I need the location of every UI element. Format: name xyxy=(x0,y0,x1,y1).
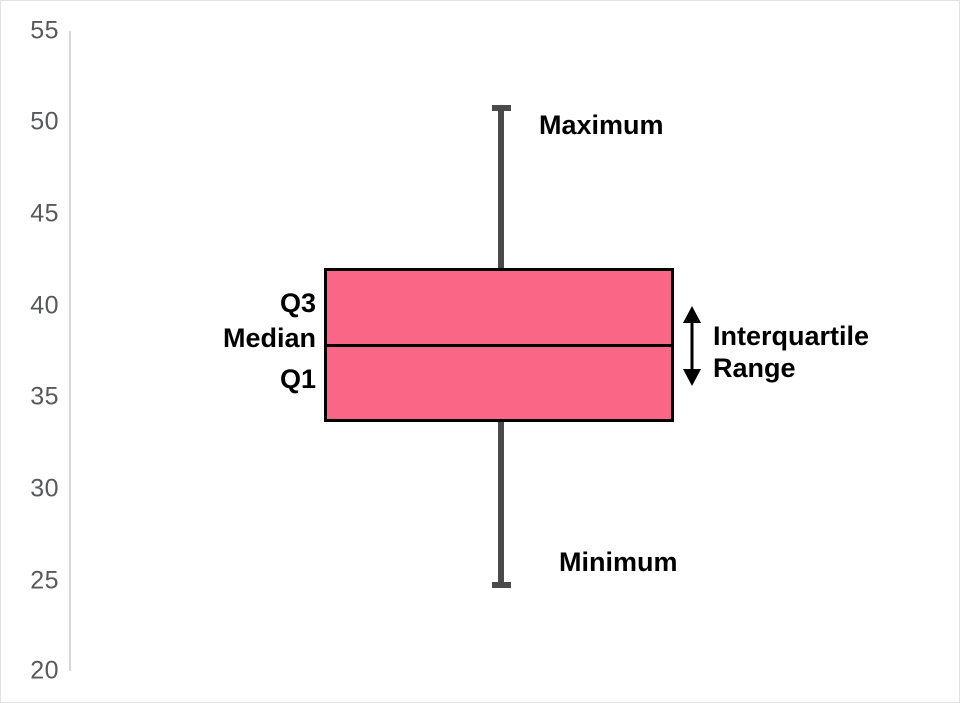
y-axis-line xyxy=(69,31,71,671)
y-tick-label: 50 xyxy=(30,107,59,136)
annotation-q3: Q3 xyxy=(279,288,316,319)
maximum-whisker-cap xyxy=(492,105,511,111)
iqr-label-line2: Range xyxy=(713,352,796,383)
y-tick-label: 20 xyxy=(30,656,59,685)
upper-whisker-stem xyxy=(498,107,504,272)
annotation-q1: Q1 xyxy=(279,364,316,395)
annotation-median: Median xyxy=(222,323,316,354)
y-tick-label: 55 xyxy=(30,16,59,45)
y-tick-label: 25 xyxy=(30,566,59,595)
y-tick-label: 40 xyxy=(30,291,59,320)
iqr-double-arrow-icon xyxy=(683,306,701,386)
annotation-minimum: Minimum xyxy=(559,547,678,578)
minimum-whisker-cap xyxy=(492,582,511,588)
annotation-maximum: Maximum xyxy=(539,110,664,141)
y-tick-label: 45 xyxy=(30,199,59,228)
y-tick-label: 30 xyxy=(30,474,59,503)
annotation-interquartile-range: Interquartile Range xyxy=(713,321,869,385)
iqr-label-line1: Interquartile xyxy=(713,321,870,351)
lower-whisker-stem xyxy=(498,418,504,586)
y-tick-label: 35 xyxy=(30,382,59,411)
median-line xyxy=(324,344,674,347)
